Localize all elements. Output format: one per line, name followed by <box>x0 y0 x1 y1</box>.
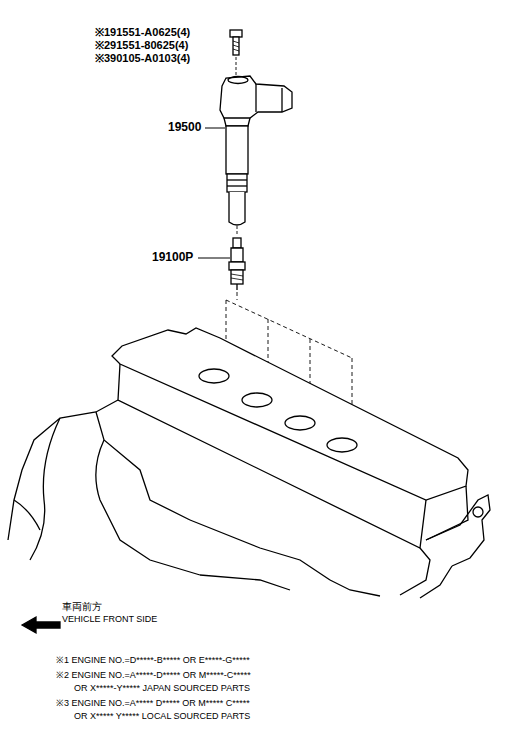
part-number: ※291551-80625(4) <box>95 39 188 52</box>
direction-label: 車両前方 <box>62 601 102 613</box>
note-text: ※2 ENGINE NO.=A*****-D***** OR M*****-C*… <box>56 670 251 680</box>
leader-line <box>205 128 225 129</box>
direction-arrow <box>22 617 60 633</box>
note-text: OR X*****-Y***** JAPAN SOURCED PARTS <box>74 683 250 693</box>
leader-line <box>198 258 230 259</box>
cylinder-head <box>112 328 468 548</box>
callout-number: 19500 <box>168 121 201 135</box>
callout-number: 19100P <box>152 251 193 265</box>
engine-block <box>8 400 490 598</box>
ignition-coil <box>220 76 292 236</box>
bolt <box>230 30 242 76</box>
note-text: ※3 ENGINE NO.=A***** D***** OR M***** C*… <box>56 698 250 708</box>
part-number: ※191551-A0625(4) <box>95 26 190 39</box>
note-text: OR X***** Y***** LOCAL SOURCED PARTS <box>74 711 250 721</box>
note-text: ※1 ENGINE NO.=D*****-B***** OR E*****-G*… <box>56 655 250 665</box>
spark-plug <box>229 238 245 290</box>
direction-label: VEHICLE FRONT SIDE <box>62 614 157 624</box>
part-number: ※390105-A0103(4) <box>95 52 190 65</box>
